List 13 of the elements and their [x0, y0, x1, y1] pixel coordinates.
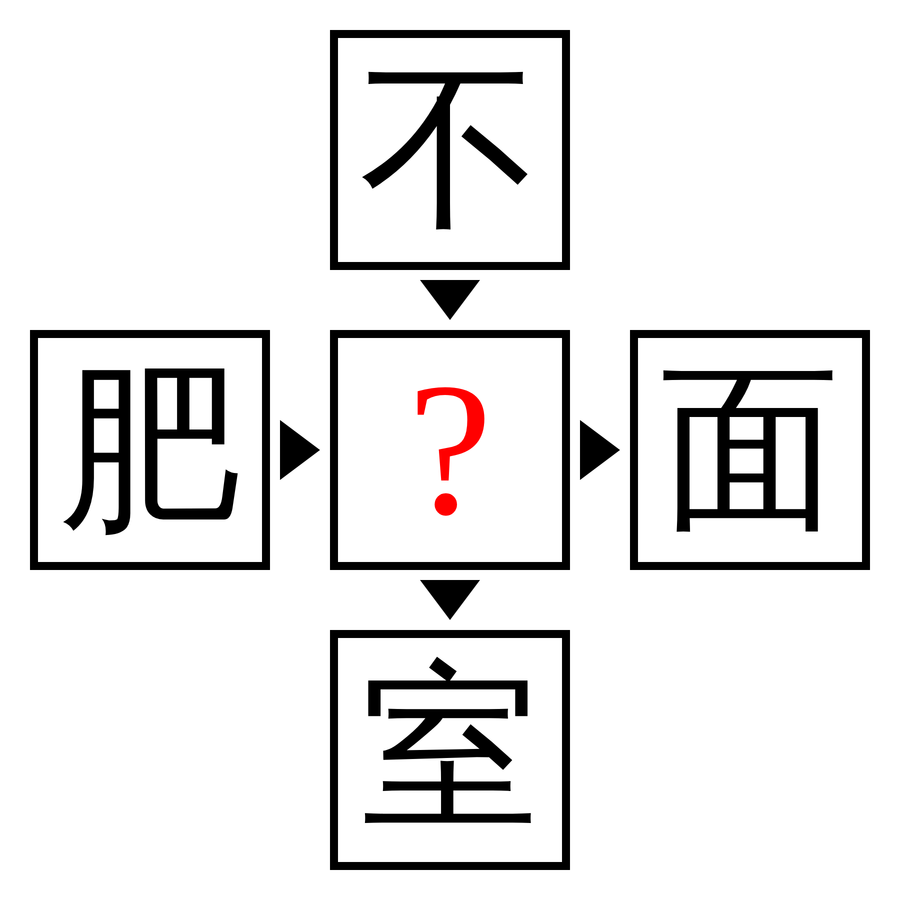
character-box: [330, 330, 570, 570]
character-box: [330, 630, 570, 870]
character-box: [630, 330, 870, 570]
character-box: [330, 30, 570, 270]
question-mark: ?: [408, 355, 492, 545]
character-box: [30, 330, 270, 570]
character: 面: [660, 360, 840, 540]
character: 肥: [60, 360, 240, 540]
arrow: [420, 580, 480, 620]
arrow: [420, 280, 480, 320]
arrow: [580, 420, 620, 480]
character: 不: [360, 60, 540, 240]
arrow: [280, 420, 320, 480]
